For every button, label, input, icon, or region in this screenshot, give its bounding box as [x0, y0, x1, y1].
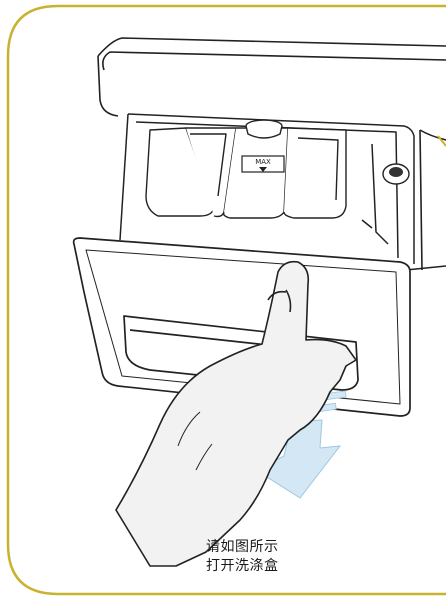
edge-mark [438, 136, 446, 146]
detergent-compartments [146, 128, 346, 218]
max-label: MAX [255, 158, 271, 166]
release-button-icon [383, 164, 409, 184]
max-level-marker: MAX [242, 156, 284, 172]
caption-line-2: 打开洗涤盒 [206, 557, 326, 576]
instruction-caption: 请如图所示 打开洗涤盒 [206, 538, 326, 576]
caption-line-1: 请如图所示 [206, 538, 326, 557]
softener-cap-icon [246, 120, 282, 138]
